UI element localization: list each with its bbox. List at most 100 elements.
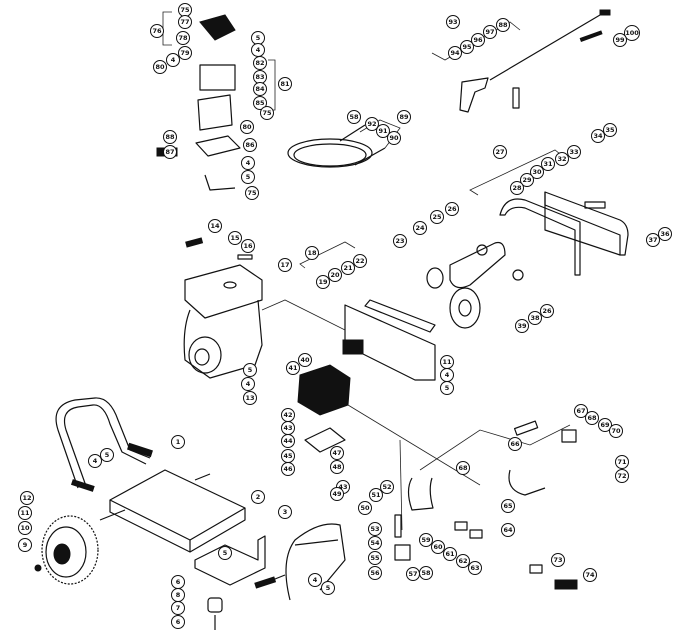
svg-text:1: 1 <box>176 438 181 446</box>
callout-11: 11 <box>18 506 32 520</box>
svg-text:64: 64 <box>503 526 513 534</box>
callout-4: 4 <box>241 377 255 391</box>
callout-75: 75 <box>178 3 192 17</box>
belt-guard-part <box>499 191 629 276</box>
handle-part <box>55 397 153 492</box>
callout-79: 79 <box>178 46 192 60</box>
svg-text:8: 8 <box>176 591 181 599</box>
callout-36: 36 <box>658 227 672 241</box>
svg-text:20: 20 <box>330 271 340 279</box>
callout-22: 22 <box>353 254 367 268</box>
svg-text:90: 90 <box>389 134 399 142</box>
svg-text:5: 5 <box>105 451 110 459</box>
callout-23: 23 <box>393 234 407 248</box>
callout-18: 18 <box>305 246 319 260</box>
svg-text:24: 24 <box>415 224 425 232</box>
callout-92: 92 <box>365 117 379 131</box>
svg-text:38: 38 <box>530 314 540 322</box>
svg-text:67: 67 <box>576 407 585 415</box>
callout-80: 80 <box>240 120 254 134</box>
hose-fittings-part <box>394 420 578 590</box>
svg-text:89: 89 <box>399 113 409 121</box>
callout-94: 94 <box>448 46 462 60</box>
callout-45: 45 <box>281 449 295 463</box>
callout-95: 95 <box>460 40 474 54</box>
svg-text:21: 21 <box>343 264 353 272</box>
callout-37: 37 <box>646 233 660 247</box>
svg-text:4: 4 <box>313 576 318 584</box>
svg-text:46: 46 <box>283 465 293 473</box>
svg-text:43: 43 <box>283 424 292 432</box>
svg-text:43: 43 <box>338 483 347 491</box>
svg-text:41: 41 <box>288 364 298 372</box>
svg-text:69: 69 <box>600 421 610 429</box>
callout-46: 46 <box>281 462 295 476</box>
svg-text:34: 34 <box>593 132 603 140</box>
svg-text:32: 32 <box>557 155 566 163</box>
callout-14: 14 <box>208 219 222 233</box>
svg-text:59: 59 <box>421 536 431 544</box>
svg-text:26: 26 <box>447 205 457 213</box>
foot-part <box>207 597 223 630</box>
svg-text:88: 88 <box>165 133 175 141</box>
svg-text:22: 22 <box>355 257 364 265</box>
callout-5: 5 <box>241 170 255 184</box>
callout-38: 38 <box>528 311 542 325</box>
spray-gun-part <box>459 9 611 113</box>
callout-7: 7 <box>171 601 185 615</box>
callout-3: 3 <box>278 505 292 519</box>
callout-88: 88 <box>496 18 510 32</box>
svg-text:76: 76 <box>152 27 162 35</box>
svg-text:73: 73 <box>553 556 562 564</box>
callout-5: 5 <box>100 448 114 462</box>
svg-text:39: 39 <box>517 322 527 330</box>
svg-text:79: 79 <box>180 49 190 57</box>
callout-89: 89 <box>397 110 411 124</box>
svg-text:65: 65 <box>503 502 513 510</box>
callout-67: 67 <box>574 404 588 418</box>
svg-text:63: 63 <box>470 564 479 572</box>
svg-text:28: 28 <box>512 184 522 192</box>
svg-text:52: 52 <box>382 483 391 491</box>
svg-text:42: 42 <box>283 411 292 419</box>
svg-text:81: 81 <box>280 80 290 88</box>
svg-text:16: 16 <box>243 242 253 250</box>
callout-15: 15 <box>228 231 242 245</box>
callout-54: 54 <box>368 536 382 550</box>
callout-41: 41 <box>286 361 300 375</box>
callout-43: 43 <box>281 421 295 435</box>
callout-81: 81 <box>278 77 292 91</box>
callout-17: 17 <box>278 258 292 272</box>
callout-4: 4 <box>308 573 322 587</box>
svg-text:96: 96 <box>473 36 483 44</box>
svg-text:10: 10 <box>20 524 30 532</box>
callout-58: 58 <box>347 110 361 124</box>
svg-text:9: 9 <box>23 541 28 549</box>
svg-text:6: 6 <box>176 578 181 586</box>
callout-27: 27 <box>493 145 507 159</box>
svg-text:26: 26 <box>542 307 552 315</box>
svg-text:17: 17 <box>280 261 289 269</box>
svg-text:5: 5 <box>445 384 450 392</box>
callout-2: 2 <box>251 490 265 504</box>
callout-4: 4 <box>166 53 180 67</box>
callout-70: 70 <box>609 424 623 438</box>
svg-text:58: 58 <box>349 113 359 121</box>
svg-text:4: 4 <box>256 46 261 54</box>
svg-text:74: 74 <box>585 571 595 579</box>
svg-text:6: 6 <box>176 618 181 626</box>
callout-6: 6 <box>171 615 185 629</box>
svg-text:93: 93 <box>448 18 457 26</box>
svg-text:56: 56 <box>370 569 380 577</box>
svg-text:5: 5 <box>246 173 251 181</box>
svg-text:62: 62 <box>458 557 467 565</box>
callout-4: 4 <box>88 454 102 468</box>
callout-90: 90 <box>387 131 401 145</box>
callout-100: 100 <box>624 25 640 41</box>
callout-57: 57 <box>406 567 420 581</box>
svg-text:11: 11 <box>442 358 452 366</box>
svg-text:37: 37 <box>648 236 657 244</box>
callout-5: 5 <box>218 546 232 560</box>
